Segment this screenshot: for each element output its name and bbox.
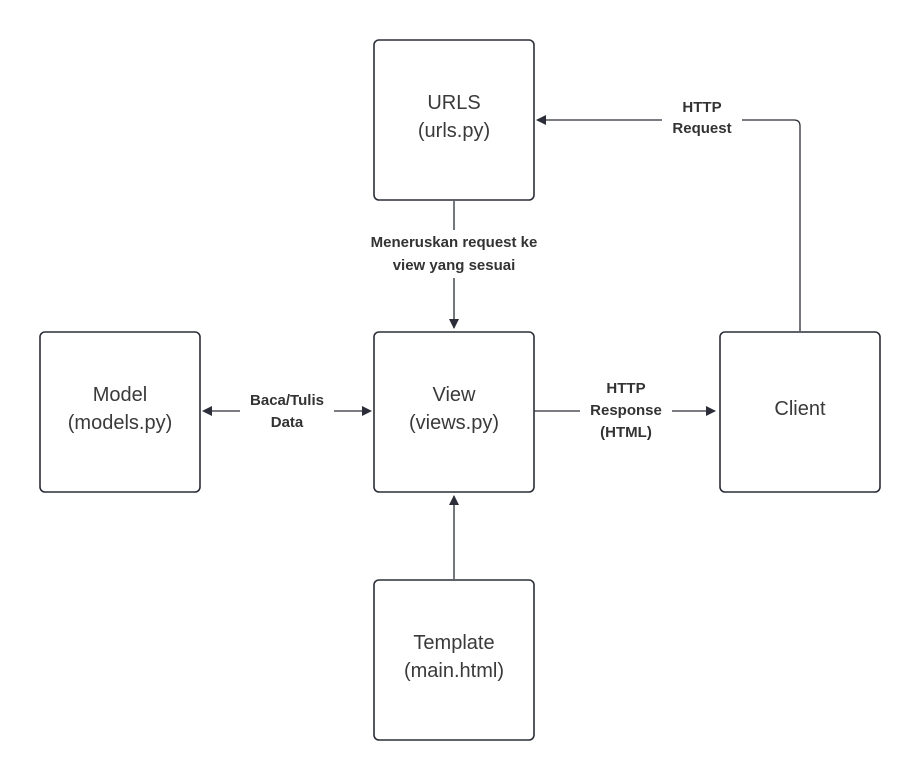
urls-title: URLS xyxy=(427,92,480,114)
node-view: View (views.py) xyxy=(373,331,535,493)
readwrite-label-bg xyxy=(240,390,334,432)
response-label-line2: Response xyxy=(590,402,662,419)
node-template: Template (main.html) xyxy=(373,579,535,741)
forward-label-line1: Meneruskan request ke xyxy=(371,234,538,251)
edge-client-to-urls: HTTP Request xyxy=(536,96,801,331)
urls-file: (urls.py) xyxy=(418,120,490,142)
client-box xyxy=(719,331,881,493)
model-box xyxy=(39,331,201,493)
readwrite-label-line2: Data xyxy=(271,414,304,431)
response-label-line1: HTTP xyxy=(606,380,645,397)
readwrite-label-line1: Baca/Tulis xyxy=(250,392,324,409)
template-file: (main.html) xyxy=(404,660,504,682)
node-urls: URLS (urls.py) xyxy=(373,39,535,201)
node-model: Model (models.py) xyxy=(39,331,201,493)
response-label-bg xyxy=(580,378,672,444)
response-label-line3: (HTML) xyxy=(600,424,652,441)
view-file: (views.py) xyxy=(409,412,499,434)
client-title: Client xyxy=(774,398,826,420)
template-title: Template xyxy=(413,632,494,654)
forward-label-line2: view yang sesuai xyxy=(393,257,516,274)
model-file: (models.py) xyxy=(68,412,172,434)
edge-model-view: Baca/Tulis Data xyxy=(202,390,372,432)
edge-urls-to-view: Meneruskan request ke view yang sesuai xyxy=(350,201,558,329)
readwrite-arrow-right xyxy=(362,406,372,416)
model-title: Model xyxy=(93,384,147,406)
edge-view-to-client: HTTP Response (HTML) xyxy=(534,378,716,444)
request-connector xyxy=(536,115,801,331)
readwrite-arrow-left xyxy=(202,406,212,416)
forward-label-bg xyxy=(350,230,558,278)
template-box xyxy=(373,579,535,741)
urls-box xyxy=(373,39,535,201)
request-label-bg xyxy=(662,96,742,136)
request-label-line1: HTTP xyxy=(682,99,721,116)
view-box xyxy=(373,331,535,493)
request-label-line2: Request xyxy=(672,120,731,137)
view-title: View xyxy=(433,384,477,406)
node-client: Client xyxy=(719,331,881,493)
